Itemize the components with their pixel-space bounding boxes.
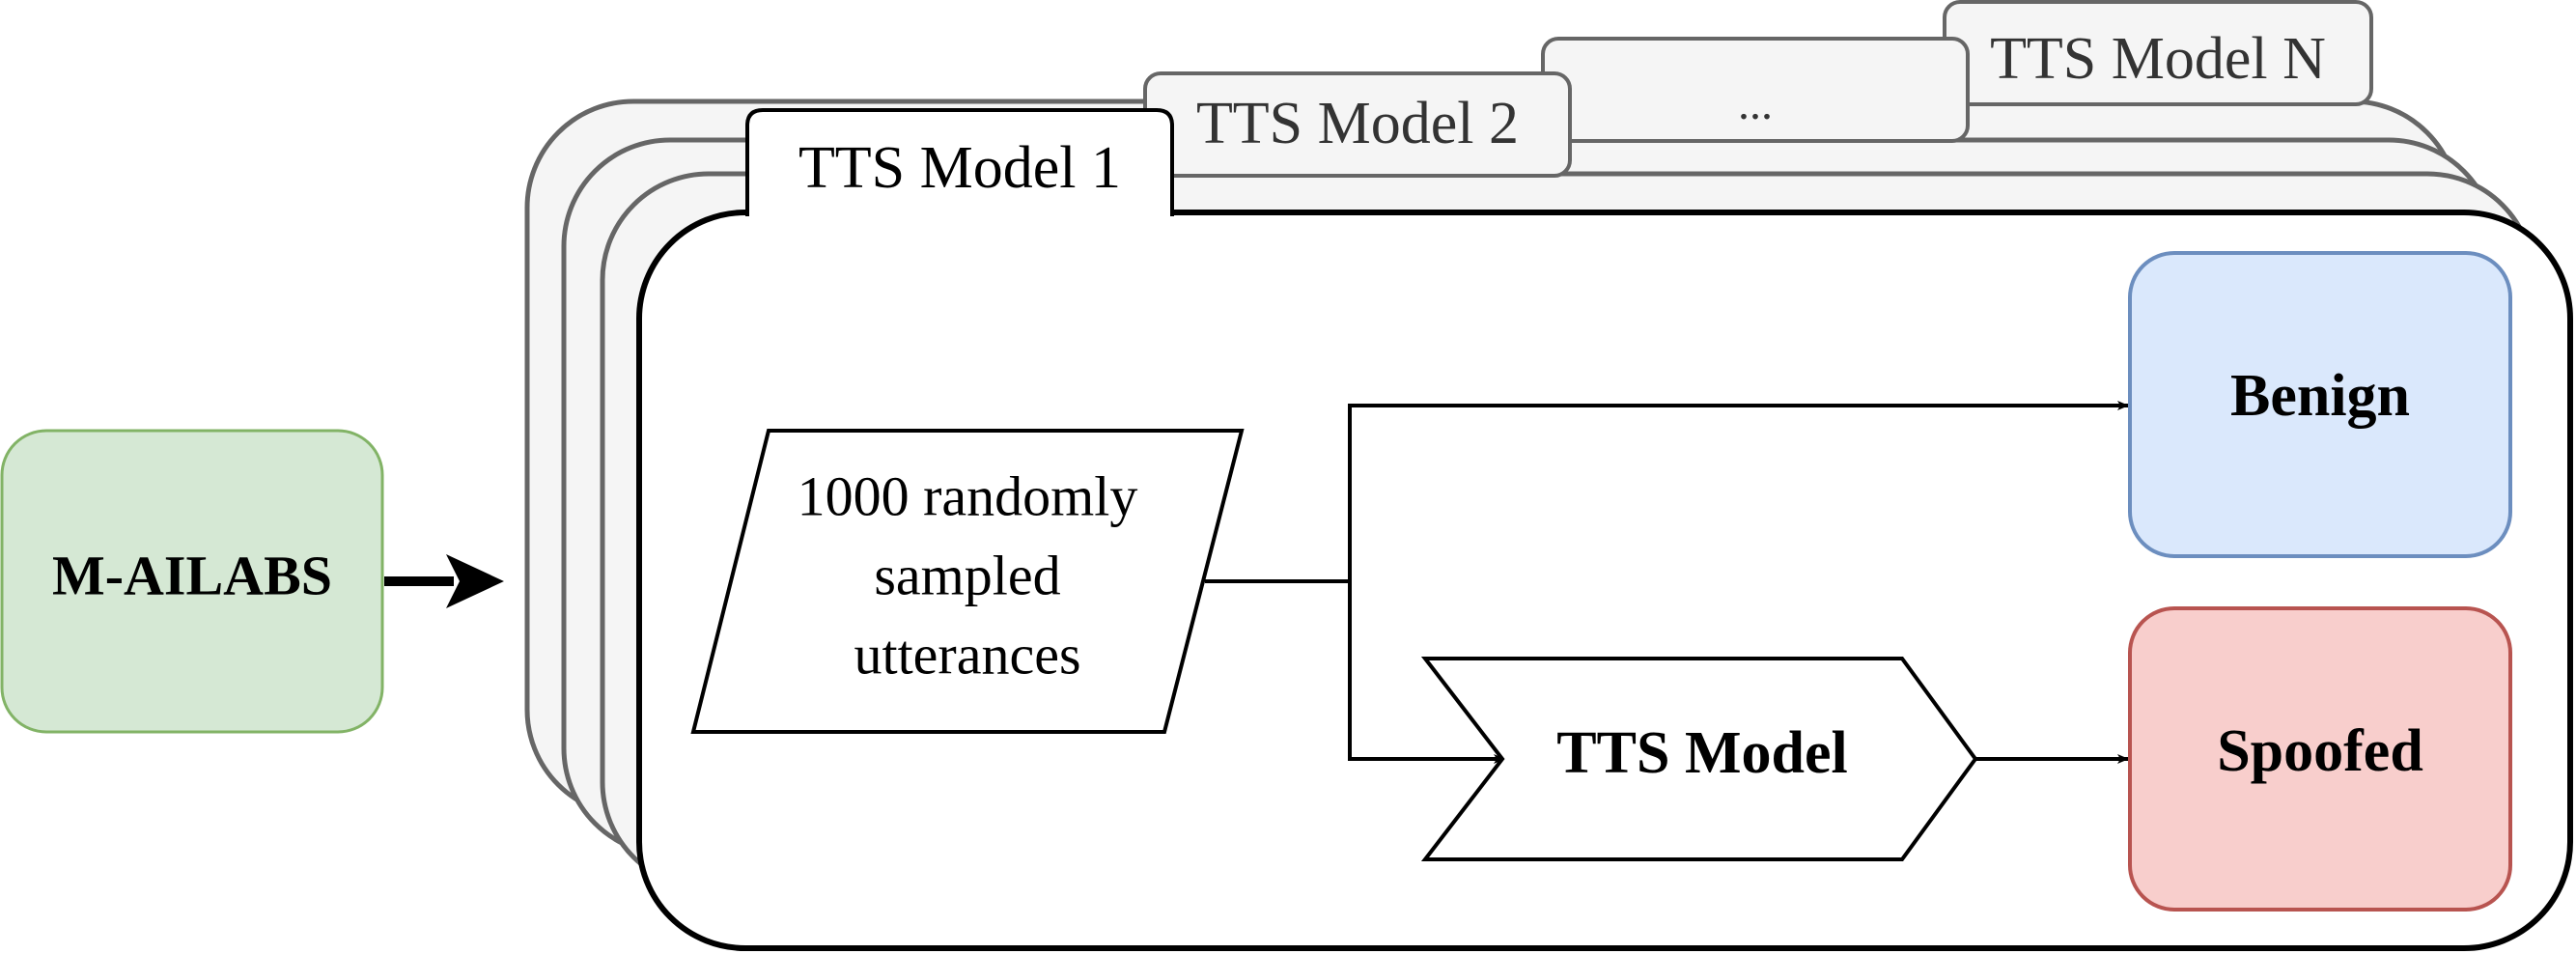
arrow-to-benign [1348,401,2129,581]
source-label: M-AILABS [52,544,332,606]
input-label-line-2: sampled [874,544,1060,606]
tab-tts-model-1-label: TTS Model 1 [798,135,1121,201]
tab-tts-model-2[interactable]: TTS Model 2 [1143,71,1572,178]
spoofed-label: Spoofed [2217,718,2423,784]
input-label-line-3: utterances [854,623,1080,686]
tab-ellipsis[interactable]: ... [1541,37,1970,143]
tab-tts-model-n-label: TTS Model N [1990,26,2326,92]
tts-model-process-label: TTS Model [1556,720,1847,786]
source-box [0,429,384,734]
tts-model-process [1420,657,1978,861]
tab-tts-model-2-label: TTS Model 2 [1196,91,1519,156]
input-parallelogram [690,429,1245,734]
benign-box [2128,251,2512,558]
tab-tts-model-n[interactable]: TTS Model N [1943,0,2373,106]
tab-tts-model-1[interactable]: TTS Model 1 [745,108,1174,216]
benign-label: Benign [2230,363,2410,429]
stack-card-front [636,210,2573,951]
tab-ellipsis-label: ... [1738,78,1773,129]
arrow-to-tts-model [1348,581,1505,764]
input-label-line-1: 1000 randomly [798,464,1138,527]
source-arrow-head [446,554,504,608]
spoofed-box [2128,606,2512,912]
